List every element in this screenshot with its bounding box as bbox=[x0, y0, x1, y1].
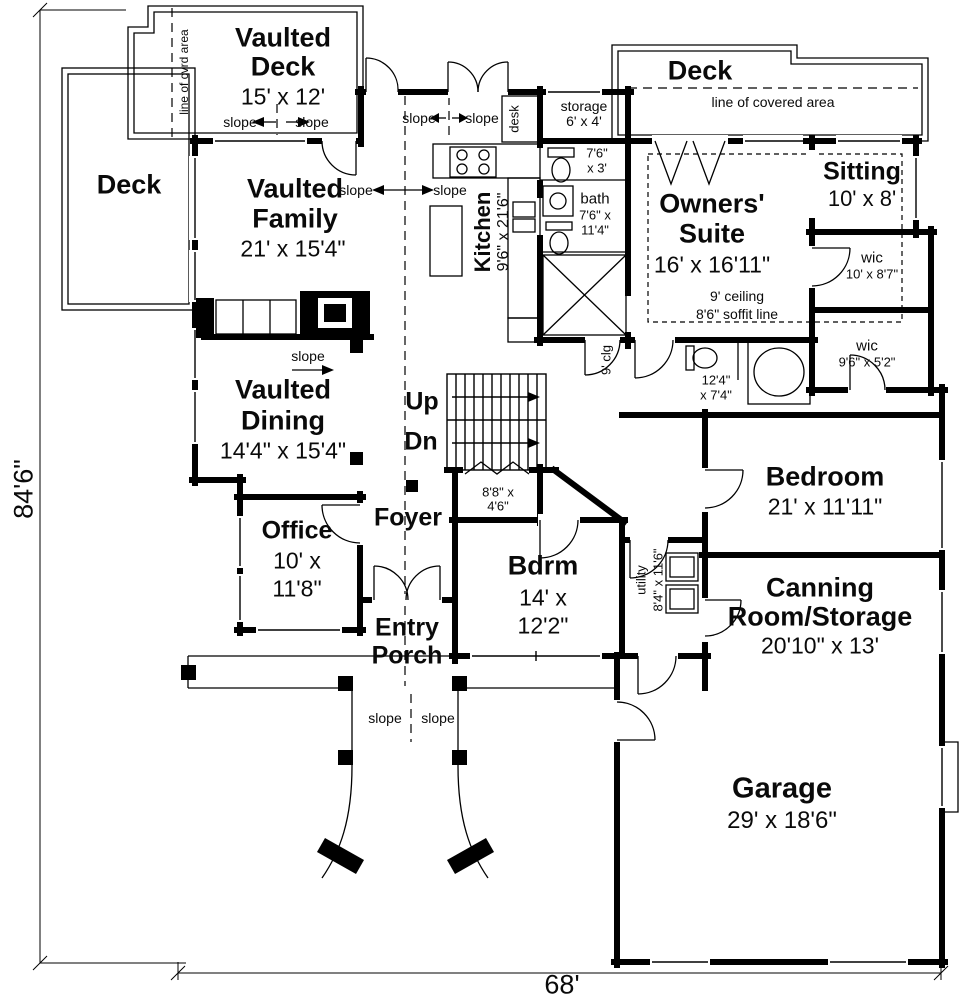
porch-outline bbox=[187, 655, 615, 879]
family-label-1: Vaulted bbox=[246, 173, 344, 204]
ceiling-9-clg-note: 9' clg bbox=[598, 345, 614, 375]
bedroom-label: Bedroom bbox=[765, 461, 885, 492]
doors bbox=[321, 57, 886, 741]
deck-left-label: Deck bbox=[96, 169, 162, 200]
office-size-1: 10' x bbox=[273, 547, 321, 574]
wic2-size: 9'6" x 5'2" bbox=[838, 354, 896, 370]
owners-suite-label-2: Suite bbox=[678, 218, 746, 249]
entry-porch-label-1: Entry bbox=[375, 613, 439, 642]
vaulted-deck-size: 15' x 12' bbox=[240, 83, 326, 110]
sitting-label: Sitting bbox=[823, 157, 901, 186]
owners-bath-size-2: x 7'4" bbox=[700, 387, 732, 403]
wic1-label: wic bbox=[861, 249, 883, 267]
cvrd-area-note: line of cvrd area bbox=[177, 29, 191, 115]
vaulted-deck-label-1: Vaulted bbox=[234, 22, 332, 53]
garage-label: Garage bbox=[732, 772, 832, 805]
slope-label-family-right: slope bbox=[433, 182, 467, 198]
roof-slope-arrows bbox=[252, 113, 468, 375]
width-dimension-label: 68' bbox=[544, 969, 580, 1000]
vaulted-deck-label-2: Deck bbox=[250, 51, 316, 82]
office-label: Office bbox=[261, 516, 333, 545]
slope-label-vd-right: slope bbox=[295, 114, 329, 130]
desk-label: desk bbox=[506, 105, 522, 133]
owners-bath-size-1: 12'4" bbox=[701, 372, 731, 388]
kitchen-label: Kitchen bbox=[470, 191, 495, 273]
utility-size: 8'4" x 11'6" bbox=[650, 548, 666, 612]
ceiling-note: 9' ceiling bbox=[709, 288, 765, 304]
storage-label: storage bbox=[560, 98, 608, 114]
slope-label-vd-left: slope bbox=[223, 114, 257, 130]
dashed-lines bbox=[171, 8, 918, 742]
slope-label-porch-left: slope bbox=[368, 710, 402, 726]
bedroom-size: 21' x 11'11" bbox=[767, 493, 883, 520]
closet-size-1: 8'8" x bbox=[482, 484, 514, 500]
dimension-lines bbox=[32, 2, 949, 981]
dining-label-2: Dining bbox=[241, 405, 325, 436]
solid-features bbox=[181, 291, 494, 874]
family-label-2: Family bbox=[252, 203, 338, 234]
bath-label: bath bbox=[580, 190, 610, 208]
foyer-label: Foyer bbox=[373, 503, 443, 532]
kitchen-size: 9'6" x 21'6" bbox=[495, 192, 512, 272]
soffit-note: 8'6" soffit line bbox=[695, 306, 779, 322]
canning-label-2: Room/Storage bbox=[727, 601, 913, 632]
covered-area-note: line of covered area bbox=[711, 94, 835, 110]
slope-label-porch-right: slope bbox=[421, 710, 455, 726]
storage-size: 6' x 4' bbox=[566, 113, 602, 129]
bath-size-1: 7'6" x bbox=[579, 207, 611, 223]
wic2-label: wic bbox=[856, 337, 878, 355]
canning-label-1: Canning bbox=[766, 572, 874, 603]
family-size: 21' x 15'4" bbox=[240, 235, 346, 262]
bath-size-2: 11'4" bbox=[581, 222, 609, 238]
sitting-size: 10' x 8' bbox=[827, 186, 897, 211]
stairs-dn-label: Dn bbox=[404, 427, 438, 456]
wc-size-1: 7'6" bbox=[586, 145, 608, 161]
wc-size-2: x 3' bbox=[587, 160, 607, 176]
fixtures bbox=[215, 95, 811, 614]
windows bbox=[194, 91, 943, 963]
canning-size: 20'10" x 13' bbox=[761, 632, 879, 659]
slope-label-family-left: slope bbox=[339, 182, 373, 198]
entry-porch-label-2: Porch bbox=[371, 641, 443, 670]
deck-top-label: Deck bbox=[667, 55, 733, 86]
utility-label: utility bbox=[633, 565, 649, 595]
bdrm-size-2: 12'2" bbox=[517, 612, 569, 639]
bdrm-size-1: 14' x bbox=[519, 584, 567, 611]
owners-suite-size: 16' x 16'11" bbox=[653, 251, 771, 278]
bdrm-label: Bdrm bbox=[507, 550, 579, 581]
height-dimension-label: 84'6" bbox=[8, 459, 39, 519]
slope-label-dining: slope bbox=[291, 348, 325, 364]
wic1-size: 10' x 8'7" bbox=[845, 266, 899, 282]
dining-size: 14'4" x 15'4" bbox=[219, 437, 347, 464]
garage-size: 29' x 18'6" bbox=[727, 807, 837, 834]
slope-label-top-left: slope bbox=[402, 110, 436, 126]
stairs bbox=[446, 373, 547, 471]
owners-suite-label-1: Owners' bbox=[659, 188, 765, 219]
closet-size-2: 4'6" bbox=[487, 498, 509, 514]
office-size-2: 11'8" bbox=[272, 575, 322, 602]
dining-label-1: Vaulted bbox=[234, 374, 332, 405]
stairs-up-label: Up bbox=[405, 387, 439, 416]
slope-label-top-right: slope bbox=[465, 110, 499, 126]
